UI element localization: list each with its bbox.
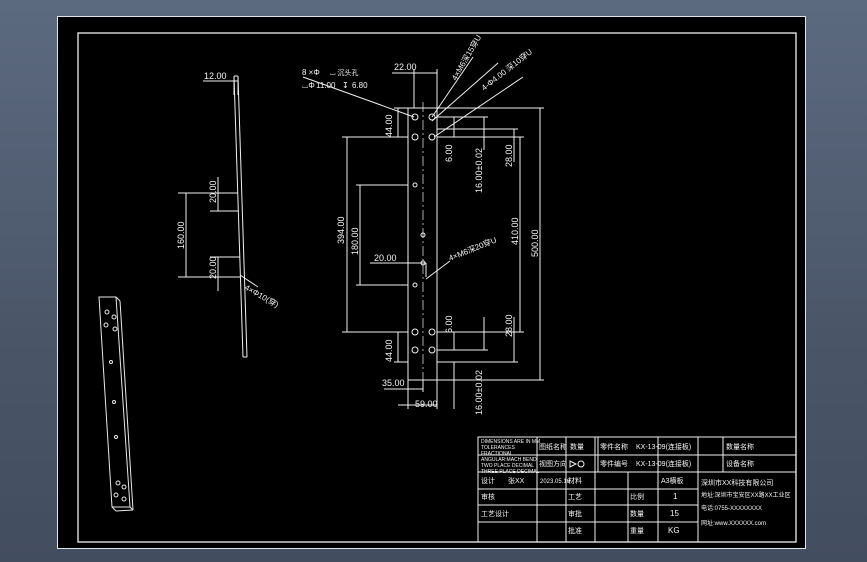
svg-text:A3横板: A3横板 (661, 476, 684, 485)
dim-overall-width: 59.00 (415, 399, 438, 409)
dim-slot-lower: 20.00 (208, 256, 218, 279)
dim-mid-20: 20.00 (374, 253, 397, 263)
dim-span-500: 500.00 (530, 229, 540, 257)
dim-bottom-edge: 6.00 (444, 315, 454, 333)
dim-side-holes: 4×Φ10(穿) (243, 282, 281, 310)
svg-text:材料: 材料 (568, 476, 582, 485)
svg-text:⌴Φ: ⌴Φ (302, 81, 315, 90)
dim-span-410: 410.00 (510, 217, 520, 245)
svg-text:审批: 审批 (568, 509, 582, 518)
dim-thickness: 12.00 (204, 71, 227, 81)
callout-tap-top-1: 4×M6深15穿U (449, 33, 483, 82)
inner-frame (77, 32, 797, 543)
isometric-view (98, 296, 134, 512)
svg-text:批准: 批准 (568, 526, 582, 535)
dim-span-180: 180.00 (350, 227, 360, 255)
svg-text:工艺: 工艺 (568, 493, 582, 501)
svg-text:15: 15 (670, 509, 679, 518)
svg-text:1: 1 (673, 492, 678, 501)
callout-tap-top-2: 4-Φ4.00 深10穿U (479, 46, 534, 92)
drawing-sheet: 12.00 20.00 160.00 20.00 4×Φ10(穿) (57, 16, 806, 549)
svg-text:2023.05.16: 2023.05.16 (540, 479, 571, 485)
dim-span-394: 394.00 (336, 216, 346, 244)
svg-text:数量: 数量 (570, 442, 584, 451)
svg-text:比例: 比例 (630, 492, 644, 501)
svg-text:电话:0755-XXXXXXXX: 电话:0755-XXXXXXXX (701, 504, 762, 512)
svg-text:设计: 设计 (481, 476, 495, 485)
cad-drawing: 12.00 20.00 160.00 20.00 4×Φ10(穿) (77, 32, 797, 543)
callout-counterbore-depth: 6.80 (352, 81, 368, 90)
side-view (178, 75, 259, 358)
dim-top-width: 22.00 (394, 62, 417, 72)
dim-bottom-28: 28.00 (504, 314, 514, 337)
svg-text:工艺设计: 工艺设计 (481, 509, 509, 518)
svg-text:KG: KG (668, 526, 680, 535)
svg-text:TOLERANCES: TOLERANCES (481, 445, 515, 451)
dim-bottom-pitch: 44.00 (384, 339, 394, 362)
svg-text:DIMENSIONS ARE IN MM: DIMENSIONS ARE IN MM (481, 439, 540, 445)
title-block (477, 436, 797, 543)
dim-slot-upper: 20.00 (208, 180, 218, 203)
svg-text:地址:深圳市宝安区XX路XX工业区: 地址:深圳市宝安区XX路XX工业区 (701, 491, 791, 499)
svg-text:零件编号: 零件编号 (600, 459, 628, 468)
title-block-notes: DIMENSIONS ARE IN MM TOLERANCES FRACTION… (481, 439, 540, 475)
front-view (302, 56, 544, 409)
svg-text:KX-13-09(连接板): KX-13-09(连接板) (636, 442, 691, 451)
svg-text:网址:www.XXXXXX.com: 网址:www.XXXXXX.com (701, 519, 766, 527)
svg-text:数量: 数量 (630, 509, 644, 518)
svg-text:图纸名称: 图纸名称 (539, 442, 567, 451)
svg-text:审核: 审核 (481, 492, 495, 501)
svg-text:FRACTIONAL: FRACTIONAL (481, 451, 513, 457)
svg-text:THREE PLACE DECIMAL: THREE PLACE DECIMAL (481, 469, 540, 475)
svg-text:设备名称: 设备名称 (726, 459, 754, 468)
svg-text:ANGULAR:MACH BEND: ANGULAR:MACH BEND (481, 457, 537, 463)
svg-text:重量: 重量 (630, 527, 644, 535)
svg-text:数量名称: 数量名称 (726, 442, 754, 451)
svg-text:TWO PLACE DECIMAL: TWO PLACE DECIMAL (481, 463, 534, 469)
dim-top-edge: 6.00 (444, 144, 454, 162)
svg-text:深圳市XX科技有限公司: 深圳市XX科技有限公司 (701, 478, 773, 487)
svg-text:↧: ↧ (342, 81, 349, 90)
svg-text:KX-13-09(连接板): KX-13-09(连接板) (636, 459, 691, 468)
dim-slot-span: 160.00 (176, 221, 186, 249)
dim-top-pitch: 44.00 (384, 114, 394, 137)
dim-top-tol: 16.00±0.02 (474, 148, 484, 193)
callout-counterbore-qty: 8 ×Φ (302, 68, 320, 77)
projection-symbol-icon (577, 460, 585, 468)
dim-top-28: 28.00 (504, 144, 514, 167)
dim-bottom-tol: 16.00±0.02 (474, 370, 484, 415)
dim-mid-holes: 4×M6深20穿U (447, 234, 498, 262)
dim-center-offset: 35.00 (382, 378, 405, 388)
svg-text:视图方向: 视图方向 (539, 459, 567, 468)
callout-counterbore-dia: 11.00 (316, 81, 336, 90)
svg-text:张XX: 张XX (508, 476, 525, 485)
svg-text:⌴ 沉头孔: ⌴ 沉头孔 (330, 68, 359, 77)
svg-text:零件名称: 零件名称 (600, 442, 628, 451)
